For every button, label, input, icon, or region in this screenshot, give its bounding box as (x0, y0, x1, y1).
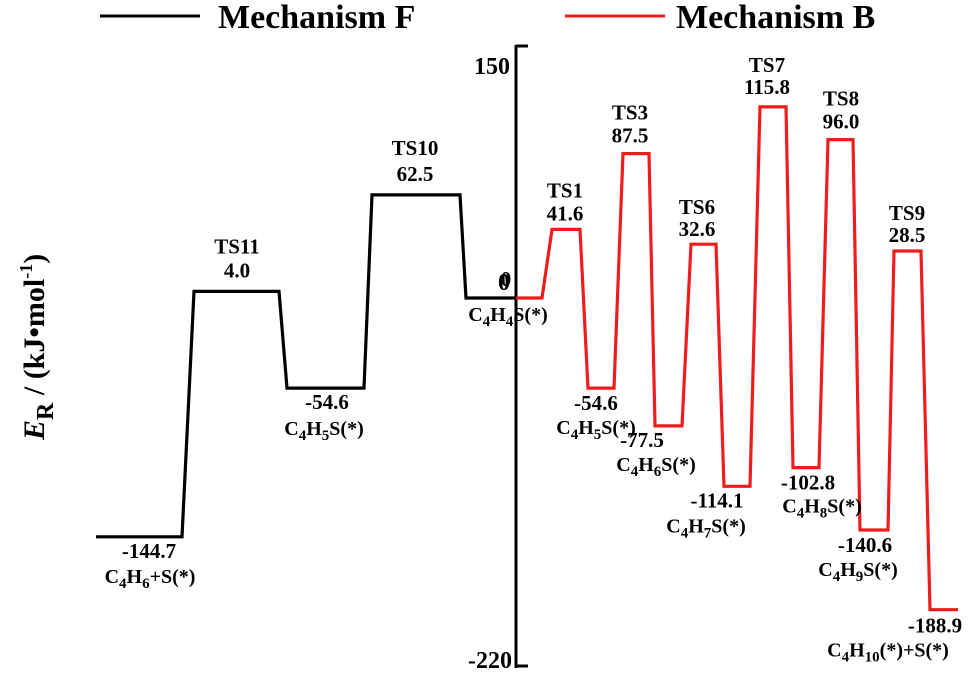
mechanism-b-value-label: 115.8 (744, 75, 790, 99)
mechanism-f-species-label: C4H5S(*) (284, 418, 363, 444)
mechanism-b-value-label: -77.5 (620, 428, 664, 452)
mechanism-b-value-label: 96.0 (823, 110, 860, 134)
mechanism-b-ts-label: TS8 (823, 87, 859, 111)
legend: Mechanism F Mechanism B (100, 0, 875, 36)
mechanism-f-value-label: -54.6 (305, 390, 349, 414)
mechanism-b-species-label: C4H9S(*) (818, 559, 897, 585)
mechanism-b-value-label: 41.6 (547, 201, 584, 225)
mechanism-b-species-label: C4H7S(*) (666, 515, 745, 541)
mechanism-f-ts-label: TS11 (214, 234, 260, 258)
mechanism-b-value-label: -102.8 (781, 471, 835, 495)
mechanism-f-value-label: 4.0 (224, 258, 250, 282)
mechanism-b-species-label: C4H10(*)+S(*) (827, 640, 949, 666)
mechanism-b-ts-label: TS1 (547, 178, 583, 202)
y-tick-label-minus-220: -220 (468, 648, 512, 674)
mechanism-b-species-label: C4H5S(*) (556, 417, 635, 443)
mechanism-b-value-label: 87.5 (612, 124, 649, 148)
mechanism-f-energy-path (96, 193, 516, 539)
y-tick-label-150: 150 (474, 54, 510, 80)
mechanism-b-value-label: 0 (501, 267, 512, 291)
mechanism-b-value-label: 32.6 (679, 217, 716, 241)
mechanism-b-value-label: -114.1 (690, 488, 743, 512)
mechanism-b-species-label: C4H6S(*) (616, 454, 695, 480)
mechanism-b-energy-path (516, 105, 958, 612)
mechanism-f-value-label: -144.7 (122, 539, 176, 563)
legend-label-mechanism-b: Mechanism B (676, 0, 875, 36)
mechanism-f-species-label: C4H6+S(*) (105, 566, 196, 592)
y-tick-label-0: 0 (498, 270, 510, 296)
legend-label-mechanism-f: Mechanism F (218, 0, 415, 36)
mechanism-b-species-label: C4H8S(*) (782, 496, 861, 522)
y-axis-title: ER / (kJ•mol-1) (16, 254, 59, 441)
y-axis: 150 0 -220 (468, 44, 528, 674)
mechanism-b-value-label: -54.6 (574, 391, 618, 415)
mechanism-b-ts-label: TS3 (612, 101, 648, 125)
mechanism-b-value-label: -188.9 (908, 614, 962, 638)
mechanism-b-value-label: -140.6 (838, 533, 892, 557)
mechanism-f-ts-label: TS10 (392, 136, 439, 160)
mechanism-b-ts-label: TS9 (889, 201, 925, 225)
mechanism-f-value-label: 62.5 (397, 162, 434, 186)
mechanism-b-species-label: C4H4S(*) (468, 304, 547, 330)
mechanism-b-ts-label: TS7 (749, 53, 785, 77)
mechanism-b-value-label: 28.5 (889, 223, 926, 247)
mechanism-b-ts-label: TS6 (679, 195, 715, 219)
